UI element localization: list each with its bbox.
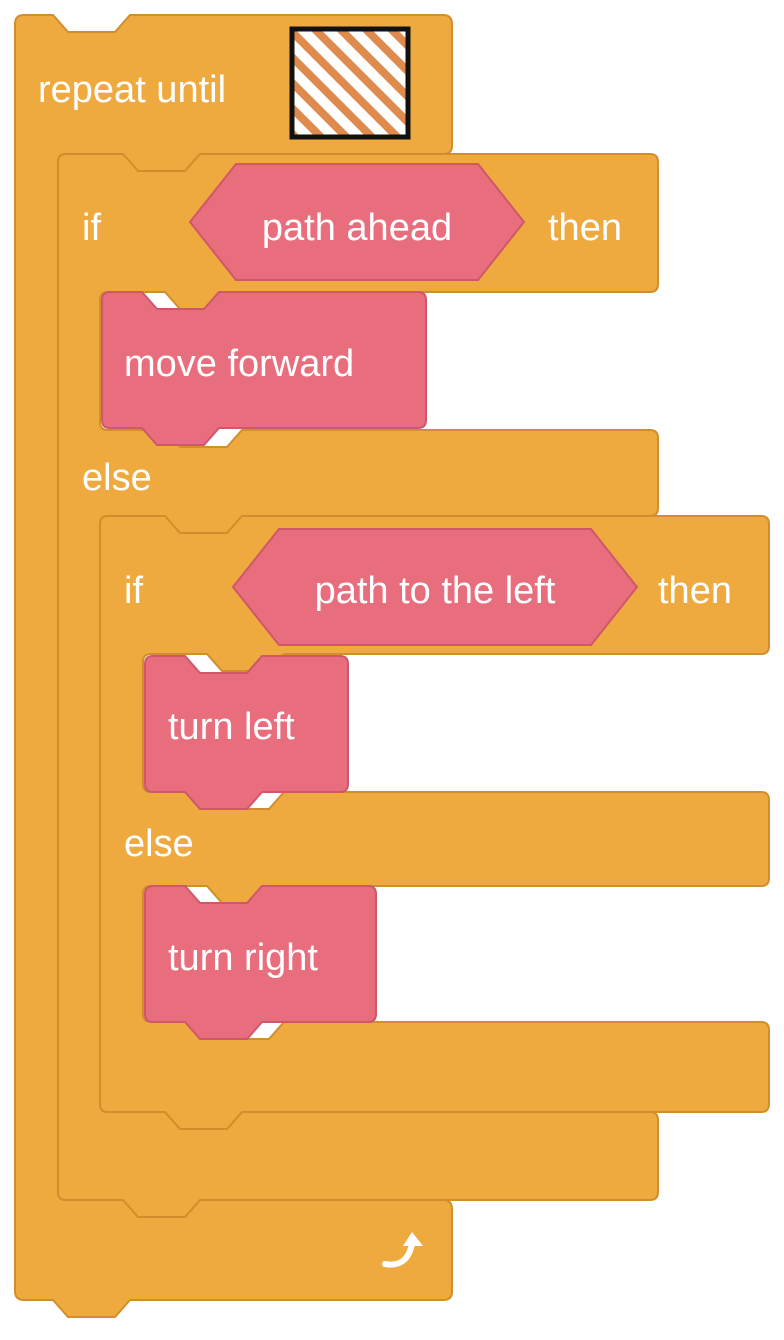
path-ahead-condition[interactable]: path ahead [188, 163, 526, 281]
outer-then-label: then [548, 207, 622, 249]
outer-if-label: if [82, 207, 101, 249]
inner-then-label: then [658, 570, 732, 612]
outer-else-label: else [82, 457, 152, 499]
striped-condition-slot[interactable] [289, 26, 411, 140]
inner-if-label: if [124, 570, 143, 612]
path-ahead-label: path ahead [262, 207, 452, 249]
repeat-until-label: repeat until [38, 69, 226, 111]
outer-if-else-block[interactable]: if then else [57, 153, 659, 1218]
path-to-left-label: path to the left [315, 570, 556, 612]
turn-left-block[interactable]: turn left [144, 655, 349, 810]
move-forward-label: move forward [124, 343, 354, 385]
path-to-left-condition[interactable]: path to the left [231, 528, 639, 646]
turn-left-label: turn left [168, 706, 295, 748]
loop-arrow-icon [382, 1232, 423, 1268]
turn-right-block[interactable]: turn right [144, 885, 377, 1040]
inner-else-label: else [124, 823, 194, 865]
move-forward-block[interactable]: move forward [101, 291, 427, 446]
turn-right-label: turn right [168, 937, 318, 979]
